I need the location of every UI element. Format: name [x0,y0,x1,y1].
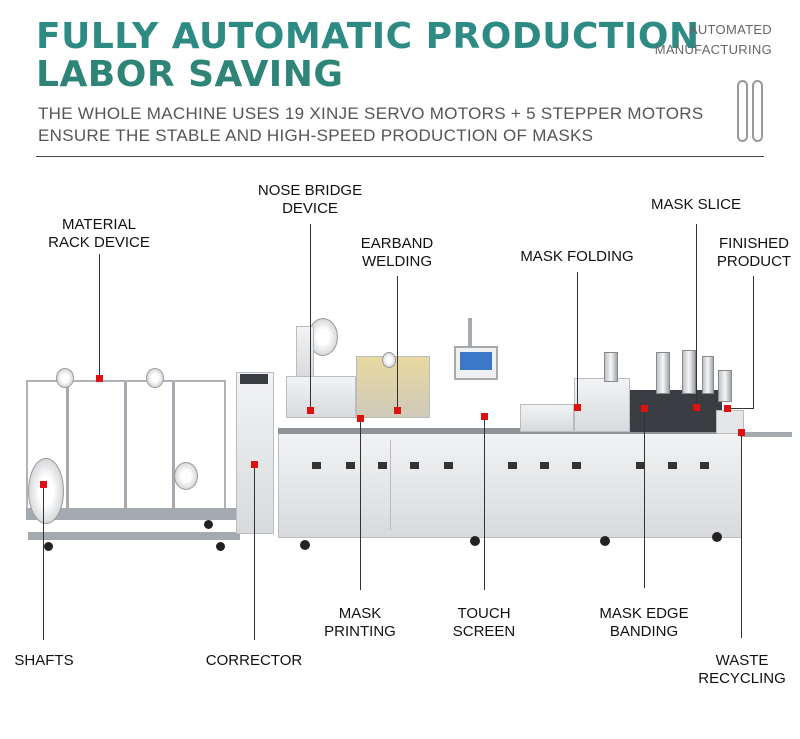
marker-corrector [251,461,258,468]
caster-wheel [600,536,610,546]
decorative-pill-left [737,80,748,142]
switch [444,462,453,469]
page-title-line2: LABOR SAVING [36,54,344,95]
caster-wheel [300,540,310,550]
callout-line-finished [753,276,754,409]
cylinder [604,352,618,382]
marker-mask-edge [641,405,648,412]
callout-line-waste [741,432,742,638]
corrector-tower [236,372,274,534]
callout-line-mask-printing [360,418,361,590]
callout-line-mask-slice [696,224,697,408]
callout-line-touch-screen [484,416,485,590]
cabinet-top-edge [278,428,740,434]
output-conveyor [740,432,792,437]
label-finished: FINISHED PRODUCT [716,235,792,270]
header-divider [36,156,764,157]
label-mask-folding: MASK FOLDING [520,248,634,265]
switch [312,462,321,469]
marker-waste [738,429,745,436]
material-roll [174,462,198,490]
switch [346,462,355,469]
switch [636,462,645,469]
caster-wheel [470,536,480,546]
callout-line-earband [397,276,398,410]
label-shafts: SHAFTS [14,652,74,669]
callout-line-finished-h [727,408,754,409]
nose-bridge-unit [286,376,356,418]
marker-nose-bridge [307,407,314,414]
caster-wheel [44,542,53,551]
label-touch-screen: TOUCH SCREEN [452,605,516,640]
switch [410,462,419,469]
marker-material-rack [96,375,103,382]
callout-line-nose-bridge [310,224,311,410]
switch [378,462,387,469]
earband-spool [382,352,396,368]
cabinet-panel [290,440,391,530]
label-mask-printing: MASK PRINTING [324,605,396,640]
material-roll [146,368,164,388]
touch-screen-panel [454,346,498,380]
rack-base-lower [28,532,240,540]
caster-wheel [216,542,225,551]
marker-earband [394,407,401,414]
marker-touch-screen [481,413,488,420]
corrector-top [240,374,268,384]
callout-line-material-rack [99,254,100,378]
cylinder [718,370,732,402]
marker-shafts [40,481,47,488]
marker-mask-slice [693,404,700,411]
material-roll [28,458,64,524]
rack-base [26,508,236,520]
rack-post [124,382,127,510]
caster-wheel [204,520,213,529]
label-material-rack: MATERIAL RACK DEVICE [48,216,150,251]
label-corrector: CORRECTOR [205,652,303,669]
folding-guide [520,404,574,432]
callout-line-mask-folding [577,272,578,408]
subtitle-line1: THE WHOLE MACHINE USES 19 XINJE SERVO MO… [38,104,704,123]
label-earband: EARBAND WELDING [360,235,434,270]
switch [668,462,677,469]
marker-mask-folding [574,404,581,411]
cylinder [702,356,714,394]
switch [540,462,549,469]
label-mask-edge: MASK EDGE BANDING [599,605,689,640]
callout-line-mask-edge [644,408,645,588]
label-waste: WASTE RECYCLING [698,652,786,687]
decorative-pill-right [752,80,763,142]
marker-finished [724,405,731,412]
rack-post [66,382,69,510]
callout-line-corrector [254,464,255,640]
caster-wheel [712,532,722,542]
main-cabinet [278,432,742,538]
folding-unit [574,378,630,432]
subtitle-line2: ENSURE THE STABLE AND HIGH-SPEED PRODUCT… [38,126,594,145]
automated-manufacturing-tag: AUTOMATED MANUFACTURING [654,22,772,57]
rack-post [172,382,175,510]
callout-line-shafts [43,484,44,640]
nose-bridge-post [296,326,314,378]
touch-screen-pole [468,318,472,348]
page-title-line1: FULLY AUTOMATIC PRODUCTION [36,16,700,57]
cylinder [656,352,670,394]
switch [572,462,581,469]
label-nose-bridge: NOSE BRIDGE DEVICE [257,182,363,217]
marker-mask-printing [357,415,364,422]
material-roll [56,368,74,388]
cylinder [682,350,696,394]
label-mask-slice: MASK SLICE [650,196,742,213]
switch [508,462,517,469]
switch [700,462,709,469]
